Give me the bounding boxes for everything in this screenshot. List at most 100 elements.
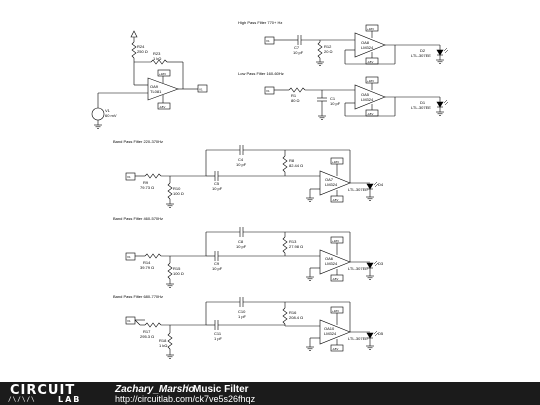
oa10-rail-pos: +18V xyxy=(332,309,339,313)
resistor-r18 xyxy=(167,332,173,350)
oa10-part: LM324 xyxy=(324,331,337,336)
r14-label: R14 xyxy=(143,260,151,265)
led-d2-icon xyxy=(436,47,449,56)
c1-label: C1 xyxy=(330,96,336,101)
bandpass2-in-net: V1 xyxy=(127,255,131,259)
r10-value: 100 Ω xyxy=(173,191,184,196)
r9-value: 79.73 Ω xyxy=(140,185,154,190)
v1-out-net: V1 xyxy=(199,88,203,92)
resistor-r10 xyxy=(167,182,173,200)
bandpass3-in-net: V1 xyxy=(127,319,131,323)
lowpass-title: Low Pass Filter 160-60Hz xyxy=(238,71,284,76)
net-label-bandpass2-in xyxy=(125,252,136,261)
net-label-v1-out xyxy=(197,84,208,93)
c8-value: 10 pF xyxy=(236,244,247,249)
r23-label: R23 xyxy=(153,51,161,56)
resistor-r24 xyxy=(131,41,137,59)
oa7-rail-neg: -18V xyxy=(332,198,338,202)
d2-label: D2 xyxy=(420,48,426,53)
d1-part: LTL-307EE xyxy=(411,105,431,110)
circuit-url-link[interactable]: http://circuitlab.com/ck7ve5s26fhqz xyxy=(115,394,256,404)
opamp-oa8 xyxy=(354,32,386,58)
bandpass3-title: Band Pass Filter 680-770Hz xyxy=(113,294,163,299)
r24-label: R24 xyxy=(137,44,145,49)
r15-value: 100 Ω xyxy=(173,271,184,276)
r16-label: R16 xyxy=(289,310,297,315)
bandpass1-in-net: V1 xyxy=(127,175,131,179)
oa6-label: OA6 xyxy=(325,256,334,261)
circuit-title: Music Filter xyxy=(193,384,249,395)
c11-label: C11 xyxy=(214,331,222,336)
d5-part: LTL-307EE xyxy=(348,336,368,341)
r16-value: 208.4 Ω xyxy=(289,315,303,320)
voltage-source-v1-icon xyxy=(91,107,105,121)
r12-value: 20 Ω xyxy=(324,49,333,54)
d2-part: LTL-307EE xyxy=(411,53,431,58)
c5-label: C5 xyxy=(214,181,220,186)
oa6-part: LM324 xyxy=(325,261,338,266)
oa7-rail-pos: +18V xyxy=(332,160,339,164)
oa6-rail-neg: -18V xyxy=(332,277,338,281)
c5-value: 10 pF xyxy=(212,186,223,191)
v1-label: V1 xyxy=(105,108,111,113)
c4-value: 10 pF xyxy=(236,162,247,167)
oa8-rail-pos: +18V xyxy=(367,27,374,31)
c11-value: 1 pF xyxy=(214,336,223,341)
bandpass2-title: Band Pass Filter 460-570Hz xyxy=(113,216,163,221)
circuitlab-logo-top: CIRCUIT xyxy=(10,383,76,398)
lowpass-filter-circuit xyxy=(264,76,449,120)
bandpass2-filter-circuit xyxy=(125,227,379,288)
resistor-r8 xyxy=(282,155,288,173)
c10-value: 1 pF xyxy=(238,314,247,319)
r23-value: 1 kΩ xyxy=(153,56,161,61)
c10-label: C10 xyxy=(238,309,246,314)
resistor-r9 xyxy=(144,173,162,179)
oa8-part: LM324 xyxy=(361,45,374,50)
opamp-oa7 xyxy=(319,170,351,196)
opamp-oa6 xyxy=(319,249,351,275)
r9-label: R9 xyxy=(143,180,149,185)
c7-value: 10 pF xyxy=(293,50,304,55)
r10-label: R10 xyxy=(173,186,181,191)
net-label-lowpass-in xyxy=(264,86,275,95)
d3-label: D3 xyxy=(378,261,384,266)
opamp-oa10 xyxy=(319,319,351,345)
oa9-part: TL081 xyxy=(150,89,162,94)
supply-arrow-icon xyxy=(130,30,138,38)
r1-label: R1 xyxy=(291,93,297,98)
r17-label: R17 xyxy=(143,329,151,334)
resistor-r14 xyxy=(144,253,162,259)
d1-label: D1 xyxy=(420,100,426,105)
net-label-bandpass1-in xyxy=(125,172,136,181)
oa6-rail-pos: +18V xyxy=(332,239,339,243)
r13-value: 27.98 Ω xyxy=(289,244,303,249)
title-separator: / xyxy=(186,384,189,395)
d4-label: D4 xyxy=(378,182,384,187)
resistor-r17 xyxy=(144,322,162,328)
net-label-bandpass3-in xyxy=(125,316,136,325)
oa7-label: OA7 xyxy=(325,177,334,182)
d5-label: D5 xyxy=(378,331,384,336)
opamp-oa9 xyxy=(147,77,179,101)
r15-label: R15 xyxy=(173,266,181,271)
author-link[interactable]: Zachary_Marsho xyxy=(115,384,195,395)
highpass-title: High Pass Filter 770+ Hz xyxy=(238,20,282,25)
c8-label: C8 xyxy=(238,239,244,244)
opamp-oa5 xyxy=(354,84,386,110)
net-label-highpass-in xyxy=(264,36,275,45)
r18-label: R18 xyxy=(159,338,167,343)
c9-label: C9 xyxy=(214,261,220,266)
resistor-r1 xyxy=(288,87,306,93)
d4-part: LTL-307EE xyxy=(348,187,368,192)
oa5-part: LM324 xyxy=(361,97,374,102)
v1-value: 60 mV xyxy=(105,113,117,118)
circuitlab-logo-bottom: LAB xyxy=(58,395,82,404)
r13-label: R13 xyxy=(289,239,297,244)
lowpass-in-net: V1 xyxy=(266,89,270,93)
oa7-part: LM324 xyxy=(325,182,338,187)
led-d1-icon xyxy=(436,99,449,108)
resistor-r16 xyxy=(282,307,288,325)
bandpass1-filter-circuit xyxy=(125,145,379,208)
resistor-r23 xyxy=(150,59,168,65)
resistor-r12 xyxy=(317,41,323,59)
